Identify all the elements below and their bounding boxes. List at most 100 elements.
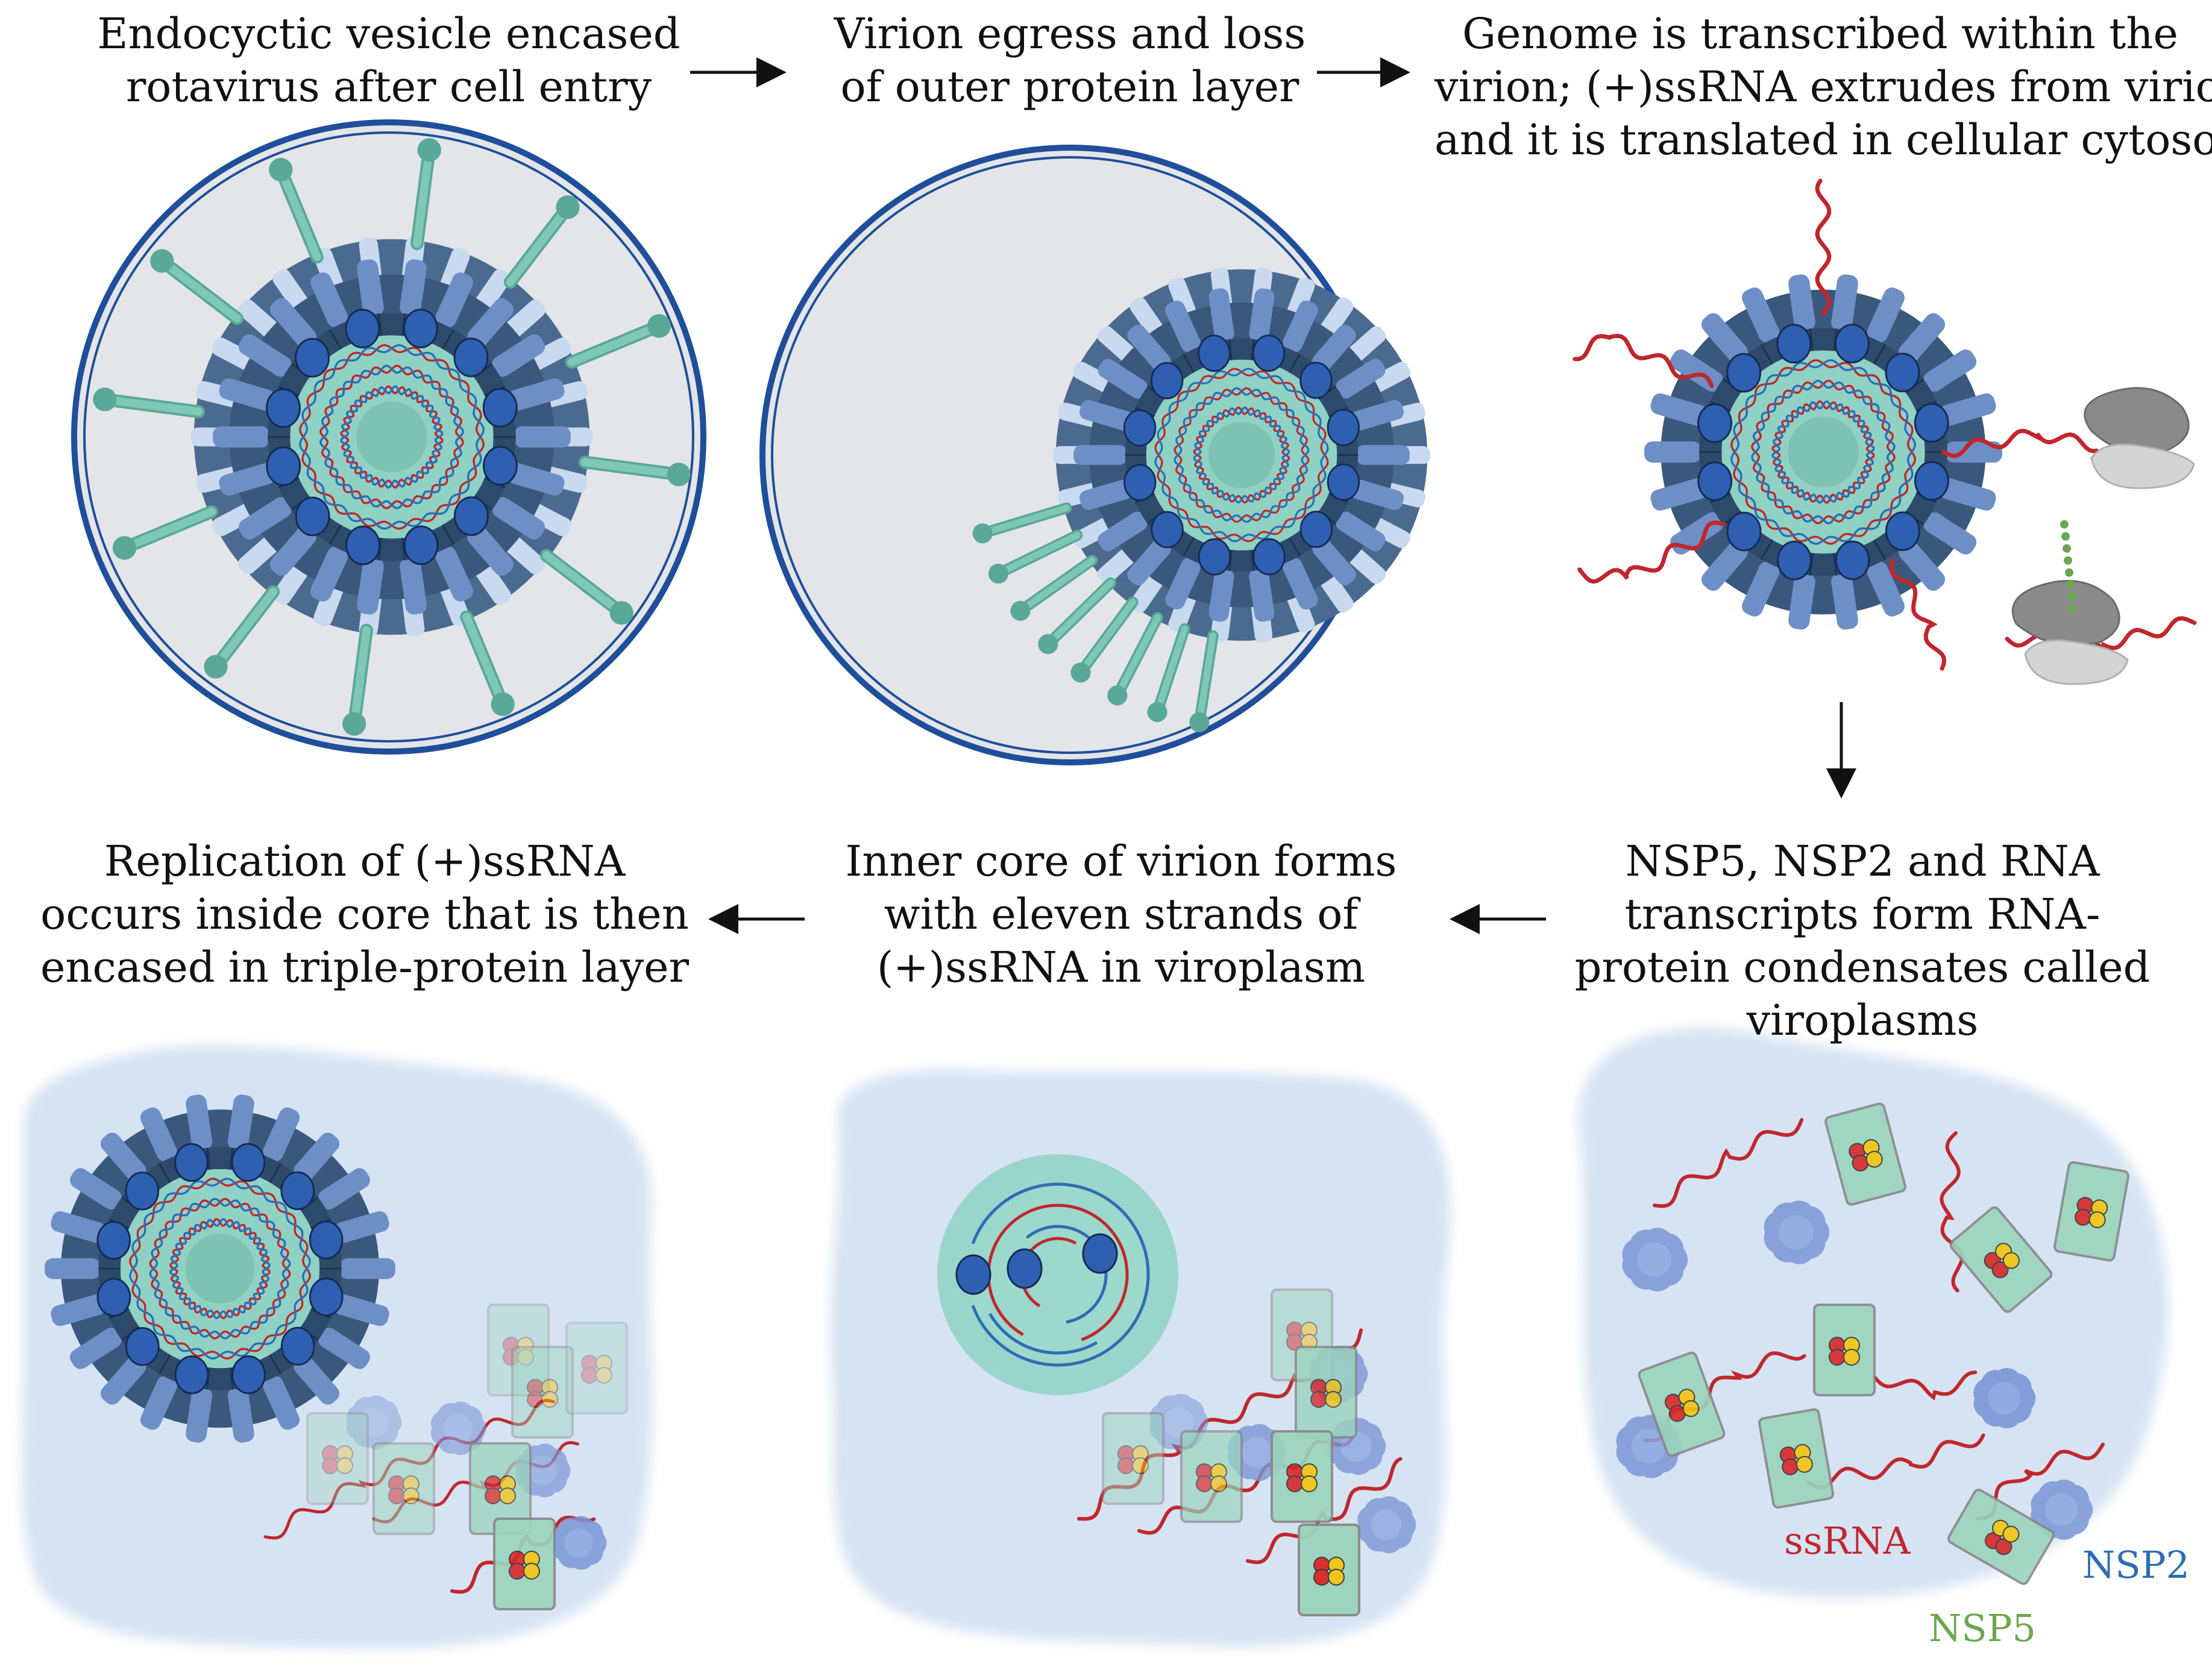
vp7-trimer bbox=[1097, 326, 1137, 363]
core-center bbox=[185, 1234, 255, 1304]
nsp5-subunit bbox=[541, 1379, 558, 1396]
vp4-head bbox=[556, 195, 580, 219]
vp4-head bbox=[1189, 712, 1210, 732]
legend-ssrna: ssRNA bbox=[1784, 1519, 1911, 1563]
polymerase-complex bbox=[1252, 538, 1286, 576]
vp6-trimer bbox=[514, 426, 571, 448]
vp6-trimer bbox=[294, 1355, 340, 1405]
polymerase-complex bbox=[266, 446, 301, 486]
nsp5-subunit bbox=[1325, 1391, 1342, 1408]
vp7-trimer bbox=[1073, 516, 1116, 548]
vp2-subunit bbox=[378, 313, 383, 337]
vp6-trimer bbox=[1098, 359, 1148, 399]
vp4-spike bbox=[506, 212, 565, 287]
assembling-inner-core bbox=[937, 1154, 1178, 1395]
ssrna-strand bbox=[1815, 178, 1832, 316]
vp2-subunit bbox=[1873, 344, 1887, 366]
vp6-trimer bbox=[1283, 300, 1318, 353]
nsp2-core bbox=[1988, 1382, 2020, 1414]
vp6-trimer bbox=[1788, 573, 1815, 630]
nsp5-octamer bbox=[1298, 1524, 1360, 1616]
vp6-trimer bbox=[70, 1328, 122, 1369]
vp4-head bbox=[269, 157, 293, 182]
nsp2-octamer bbox=[2031, 1479, 2093, 1540]
vp6-trimer bbox=[318, 1168, 370, 1210]
polymerase-complex bbox=[345, 526, 381, 565]
polymerase-complex bbox=[1726, 512, 1762, 551]
vp7-trimer bbox=[474, 269, 511, 313]
nsp5-subunit bbox=[581, 1355, 598, 1372]
ssrna-segment bbox=[971, 1182, 1150, 1367]
vp4-spike bbox=[413, 157, 432, 248]
nsp2-octamer bbox=[1764, 1201, 1830, 1264]
dsrna-strand bbox=[149, 1198, 291, 1340]
dsrna-strand bbox=[169, 1218, 271, 1319]
vp6-trimer bbox=[1650, 393, 1708, 426]
vp7-trimer bbox=[272, 560, 310, 605]
vp2-subunit bbox=[1809, 328, 1814, 353]
vp6-trimer bbox=[1867, 561, 1905, 617]
vp4-head bbox=[491, 692, 515, 717]
dsrna-strand bbox=[1771, 400, 1875, 504]
ssrna-strand bbox=[1653, 1118, 1804, 1208]
nsp5-subunit bbox=[388, 1487, 405, 1504]
polymerase-complex bbox=[1327, 463, 1360, 501]
vp6-trimer bbox=[1644, 441, 1701, 463]
nsp5-octamer bbox=[1813, 1304, 1876, 1396]
vp6-trimer bbox=[269, 298, 316, 348]
nsp2-core bbox=[2045, 1493, 2078, 1526]
nsp5-subunit bbox=[595, 1367, 612, 1384]
vp6-trimer bbox=[263, 1375, 300, 1430]
amino-acid bbox=[2067, 592, 2076, 601]
polymerase-complex bbox=[295, 497, 330, 536]
vp6-trimer bbox=[1650, 478, 1708, 511]
nsp2-subunit bbox=[371, 1400, 398, 1428]
nsp5-subunit bbox=[1682, 1400, 1700, 1417]
nascent-peptide-chain bbox=[2060, 520, 2077, 613]
nsp5-octamer bbox=[1102, 1412, 1164, 1505]
vp7-trimer bbox=[1346, 326, 1386, 363]
polymerase-complex bbox=[403, 309, 438, 348]
nsp5-subunit bbox=[503, 1337, 520, 1354]
polymerase-complex bbox=[403, 525, 439, 565]
nsp5-octamer bbox=[2053, 1161, 2129, 1262]
vp6-trimer bbox=[219, 463, 276, 496]
vp4-spike bbox=[1052, 579, 1114, 641]
vp6-trimer bbox=[318, 1328, 370, 1369]
nsp5-octamer bbox=[511, 1346, 574, 1439]
nsp2-subunit bbox=[371, 1417, 398, 1445]
nsp5-subunit bbox=[322, 1457, 339, 1474]
vp6-trimer bbox=[1165, 557, 1201, 610]
double-layered-particle bbox=[1644, 274, 2002, 630]
vp2-subunit bbox=[328, 523, 342, 545]
vp6-trimer bbox=[507, 378, 565, 411]
vp7-trimer bbox=[272, 269, 310, 313]
dsrna-strand bbox=[1154, 368, 1329, 542]
vp6-trimer bbox=[1127, 324, 1171, 372]
caption-line: virion; (+)ssRNA extrudes from virion bbox=[1434, 62, 2212, 111]
polymerase-complex bbox=[280, 1171, 315, 1210]
nsp2-octamer bbox=[431, 1401, 486, 1455]
panel-5-inner-core-formation bbox=[830, 1069, 1451, 1647]
nsp5-complex bbox=[511, 1346, 574, 1439]
caption-line: and it is translated in cellular cytosol bbox=[1434, 115, 2212, 165]
nsp2-core bbox=[359, 1408, 388, 1437]
flow-arrows bbox=[690, 57, 1856, 934]
polymerase-complex bbox=[1835, 540, 1870, 580]
nsp5-subunit bbox=[1196, 1475, 1213, 1492]
nsp5-octamer bbox=[1271, 1430, 1333, 1523]
vp2-subunit bbox=[1873, 538, 1887, 560]
nsp5-subunit bbox=[2002, 1252, 2020, 1269]
vp6-trimer bbox=[1351, 479, 1404, 510]
caption-line: encased in triple-protein layer bbox=[40, 943, 690, 992]
panel-4-viroplasm-formation bbox=[1578, 1028, 2168, 1598]
vp7-trimer bbox=[1367, 516, 1410, 548]
polymerase-complex bbox=[231, 1143, 266, 1182]
nsp5-subunit bbox=[541, 1391, 558, 1408]
nsp5-octamer bbox=[306, 1412, 369, 1505]
step-6-caption: Replication of (+)ssRNA occurs inside co… bbox=[24, 835, 705, 994]
caption-line: Endocyctic vesicle encased bbox=[97, 9, 680, 58]
nsp2-core bbox=[1241, 1437, 1272, 1468]
condensate-components bbox=[263, 1304, 628, 1610]
vp6-trimer bbox=[1701, 541, 1748, 591]
